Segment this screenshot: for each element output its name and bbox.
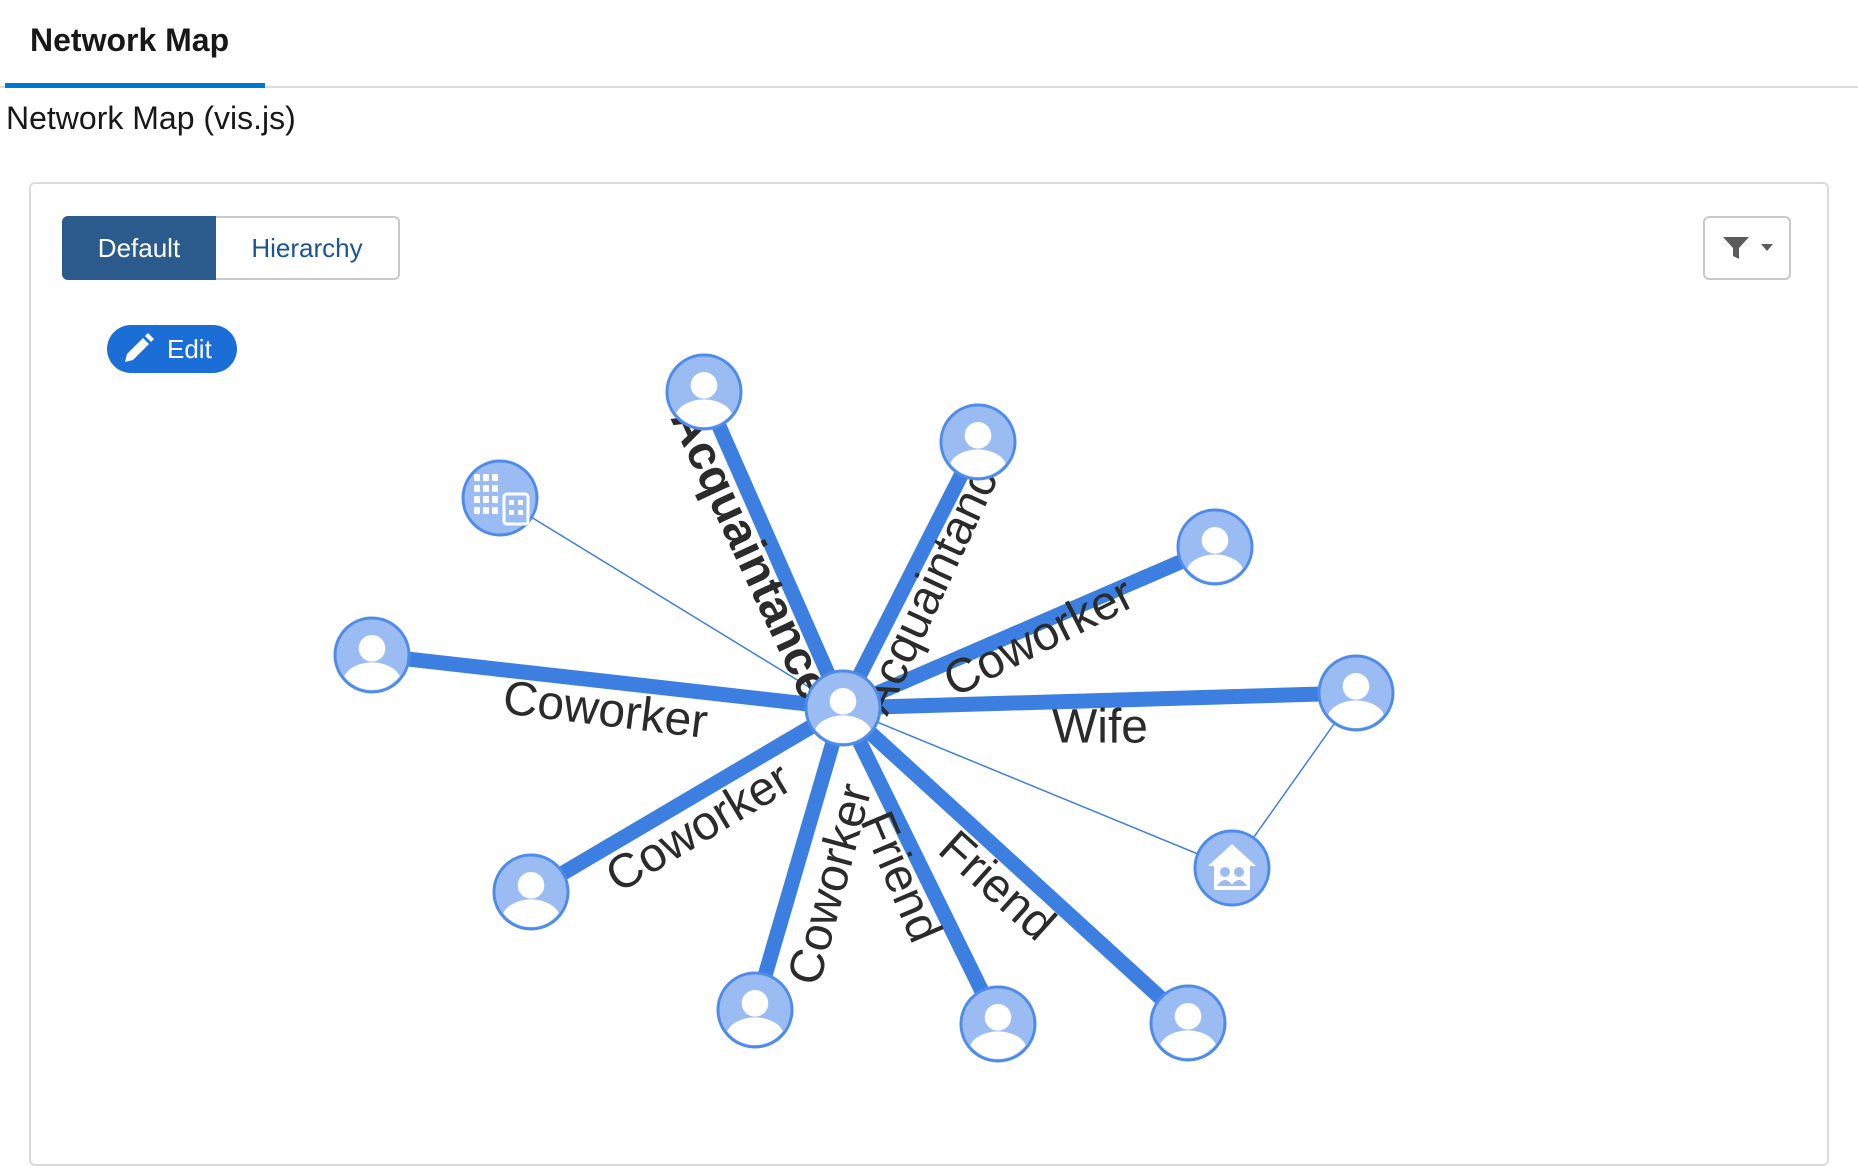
household-node[interactable] bbox=[1193, 829, 1271, 907]
tab-label: Network Map bbox=[30, 22, 230, 58]
tab-active-indicator bbox=[5, 83, 265, 88]
filter-icon bbox=[1723, 237, 1749, 259]
tab-bar: Network Map bbox=[0, 0, 1858, 88]
pencil-icon bbox=[125, 333, 154, 362]
relationship-edge[interactable] bbox=[696, 384, 851, 716]
edges-layer bbox=[364, 384, 1364, 1032]
relationship-edge[interactable] bbox=[835, 700, 1196, 1031]
edit-button[interactable]: Edit bbox=[107, 325, 237, 373]
view-toggle: Default Hierarchy bbox=[62, 216, 400, 280]
person-node[interactable] bbox=[1317, 654, 1395, 739]
edge-label: Acquaintance bbox=[660, 400, 841, 708]
relationship-edge[interactable] bbox=[835, 434, 986, 716]
person-node[interactable] bbox=[492, 853, 570, 938]
tab-network-map[interactable]: Network Map bbox=[5, 0, 265, 88]
person-node[interactable] bbox=[333, 616, 411, 701]
person-node[interactable] bbox=[1176, 508, 1254, 593]
center-person-node[interactable] bbox=[804, 669, 882, 754]
chevron-down-icon bbox=[1761, 244, 1773, 251]
person-node[interactable] bbox=[959, 985, 1037, 1070]
relationship-edge[interactable] bbox=[835, 685, 1364, 716]
relationship-edge[interactable] bbox=[499, 497, 844, 709]
relationship-edge[interactable] bbox=[364, 647, 851, 716]
nodes-layer bbox=[333, 353, 1395, 1070]
hierarchy-view-button[interactable]: Hierarchy bbox=[216, 216, 400, 280]
person-node[interactable] bbox=[939, 403, 1017, 488]
person-node[interactable] bbox=[1149, 984, 1227, 1069]
person-node[interactable] bbox=[716, 971, 794, 1056]
default-view-button[interactable]: Default bbox=[62, 216, 216, 280]
edge-label: Coworker bbox=[935, 567, 1142, 707]
building-node[interactable] bbox=[461, 459, 539, 537]
edge-label: Wife bbox=[1052, 701, 1148, 754]
relationship-edge[interactable] bbox=[835, 539, 1223, 716]
relationship-edge[interactable] bbox=[747, 700, 851, 1018]
relationship-edge[interactable] bbox=[835, 700, 1006, 1032]
person-node[interactable] bbox=[665, 353, 743, 438]
relationship-edge[interactable] bbox=[523, 700, 851, 900]
relationship-edge[interactable] bbox=[842, 707, 1233, 869]
page-title: Network Map (vis.js) bbox=[6, 100, 296, 136]
filter-button[interactable] bbox=[1703, 216, 1791, 280]
edit-label: Edit bbox=[167, 333, 212, 364]
